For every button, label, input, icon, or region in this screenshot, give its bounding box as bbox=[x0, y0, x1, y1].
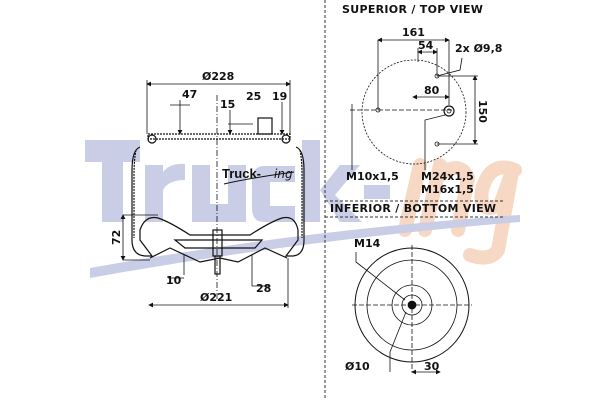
bottom-view bbox=[352, 245, 472, 375]
truck-ing-logo: Truck- ing bbox=[222, 166, 295, 185]
dim-161: 161 bbox=[402, 26, 425, 39]
logo-brand: Truck- bbox=[222, 166, 261, 181]
bottom-view-title: INFERIOR / BOTTOM VIEW bbox=[330, 202, 496, 215]
dim-80: 80 bbox=[424, 84, 440, 97]
thread-m16: M16x1,5 bbox=[421, 183, 474, 196]
thread-m14: M14 bbox=[354, 237, 381, 250]
dim-10: 10 bbox=[166, 274, 182, 287]
thread-m24: M24x1,5 bbox=[421, 170, 474, 183]
dim-19: 19 bbox=[272, 90, 287, 103]
dim-bottom-diameter: Ø221 bbox=[200, 291, 232, 304]
dim-30: 30 bbox=[424, 360, 440, 373]
dim-hole-10: Ø10 bbox=[345, 360, 370, 373]
dim-47: 47 bbox=[182, 88, 197, 101]
dim-top-diameter: Ø228 bbox=[202, 70, 234, 83]
top-view-title: SUPERIOR / TOP VIEW bbox=[342, 3, 483, 16]
dim-150: 150 bbox=[476, 100, 489, 123]
watermark-brand-shape bbox=[85, 140, 390, 222]
watermark-suffix-shape bbox=[398, 158, 522, 265]
dim-height-72: 72 bbox=[110, 230, 123, 245]
dim-holes: 2x Ø9,8 bbox=[455, 42, 502, 55]
side-dimensions bbox=[120, 80, 291, 308]
watermark bbox=[85, 140, 522, 278]
thread-m10: M10x1,5 bbox=[346, 170, 399, 183]
dim-54: 54 bbox=[418, 39, 434, 52]
dim-25: 25 bbox=[246, 90, 261, 103]
top-view bbox=[350, 37, 478, 170]
watermark-swoosh bbox=[90, 215, 520, 278]
dim-28: 28 bbox=[256, 282, 271, 295]
dim-15: 15 bbox=[220, 98, 235, 111]
side-view bbox=[131, 95, 305, 300]
logo-suffix: ing bbox=[274, 167, 293, 181]
